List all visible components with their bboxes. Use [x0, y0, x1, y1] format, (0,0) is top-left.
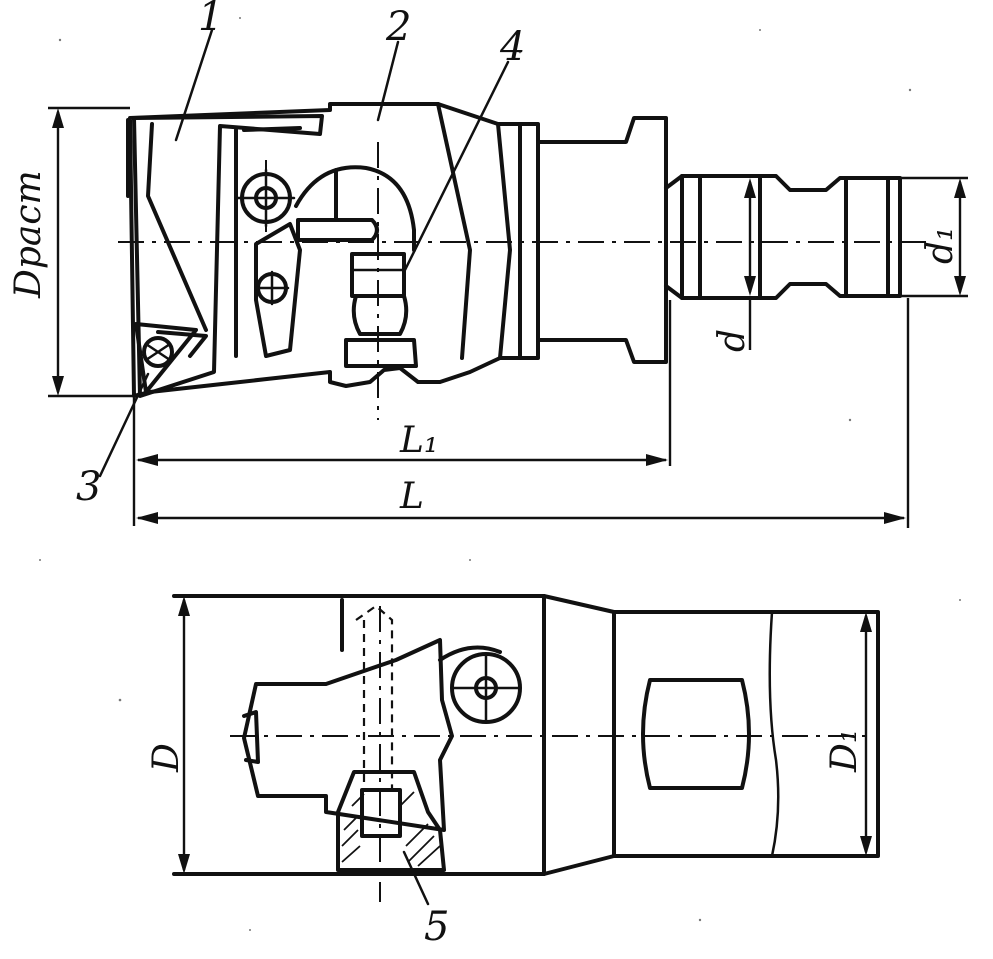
top-view — [118, 102, 930, 420]
part-label-5: 5 — [424, 904, 449, 950]
cartridge-bottom — [242, 638, 454, 832]
pin — [296, 218, 379, 242]
dim-d1: d₁ — [920, 227, 961, 264]
screw-5 — [336, 770, 446, 872]
part-label-3: 3 — [76, 464, 101, 510]
top-taper-face — [436, 102, 472, 360]
part-label-2: 2 — [385, 4, 411, 50]
scan-speckle — [39, 17, 961, 931]
bottom-view — [172, 594, 880, 902]
leaders-top — [98, 28, 510, 478]
dim-d-rast: Dрасm — [8, 170, 49, 299]
bottom-body-outline — [172, 594, 880, 876]
dim-l: L — [399, 476, 424, 517]
adjusting-lever — [254, 222, 302, 358]
clamp-screw-bottom — [438, 645, 522, 724]
bottom-dimensions — [178, 596, 872, 874]
shank — [664, 174, 902, 300]
part-label-4: 4 — [499, 24, 525, 70]
shank-flat — [641, 678, 751, 790]
dim-D1: D₁ — [824, 729, 865, 773]
part-label-1: 1 — [198, 0, 223, 40]
dim-D: D — [146, 743, 187, 773]
lever-screw — [254, 270, 290, 306]
insert-3 — [134, 322, 208, 394]
top-body-outline — [128, 102, 668, 398]
dim-l1: L₁ — [399, 420, 438, 461]
dim-d: d — [712, 329, 753, 352]
cartridge-1 — [132, 114, 324, 398]
leader-5 — [402, 850, 430, 906]
top-dimensions — [48, 106, 968, 528]
